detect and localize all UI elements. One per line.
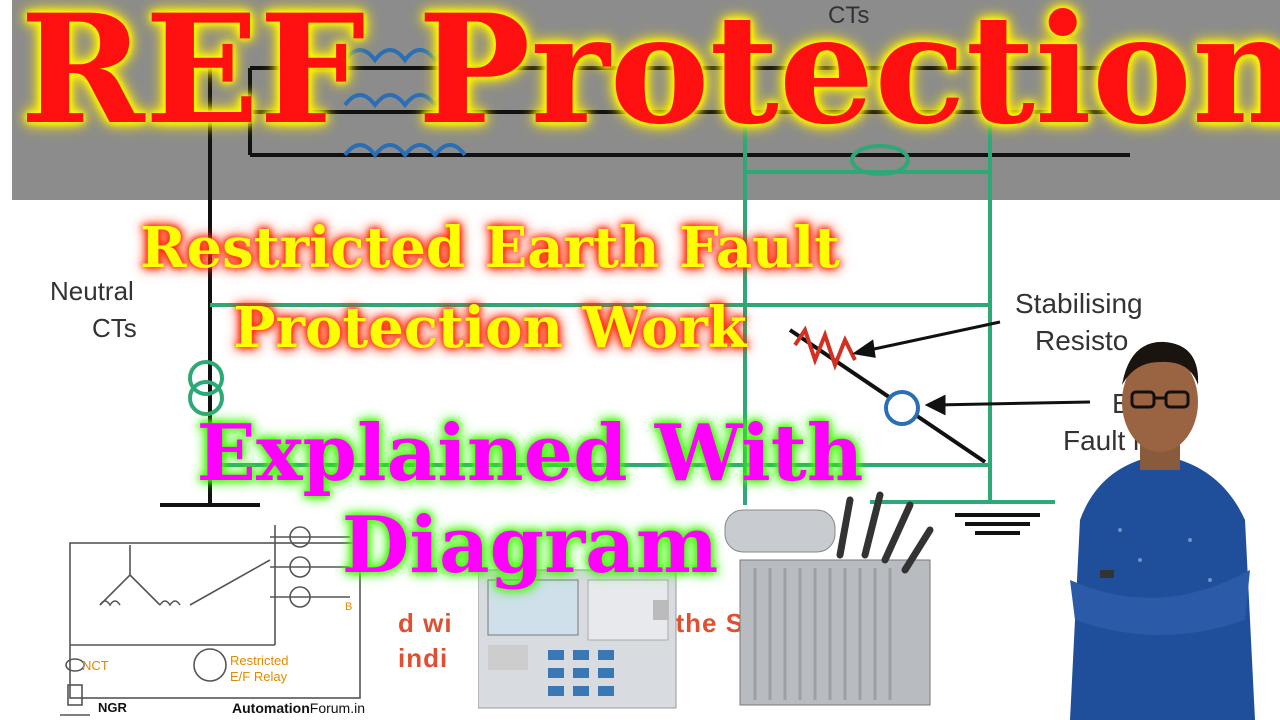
subtitle-line1: Restricted Earth Fault [140,215,840,281]
automation-forum-brand: AutomationForum.in [232,700,365,716]
phase-b-label: B [345,601,352,613]
subtitle-line2: Protection Work [233,295,747,361]
small-ref-schematic: B NCT Restricted E/F Relay NGR [60,515,380,720]
cts-label: CTs [828,2,870,29]
relay-label-line2: E/F Relay [230,669,288,684]
ngr-label: NGR [98,700,128,715]
presenter-image [1070,341,1255,720]
relay-label-line1: Restricted [230,653,289,668]
neutral-cts-label-line1: Neutral [50,276,134,306]
subtitle-line4: Diagram [341,500,719,591]
protection-relay-device-image [478,569,677,709]
stabilising-resistor-label-line2: Resisto [1035,325,1129,356]
stabilising-resistor-label-line1: Stabilising [1015,288,1143,319]
nct-label: NCT [82,658,109,673]
power-transformer-image [724,491,934,706]
main-title: REF Protection [20,0,1280,158]
neutral-cts-label-line2: CTs [92,313,137,343]
subtitle-line3: Explained With [196,408,864,499]
